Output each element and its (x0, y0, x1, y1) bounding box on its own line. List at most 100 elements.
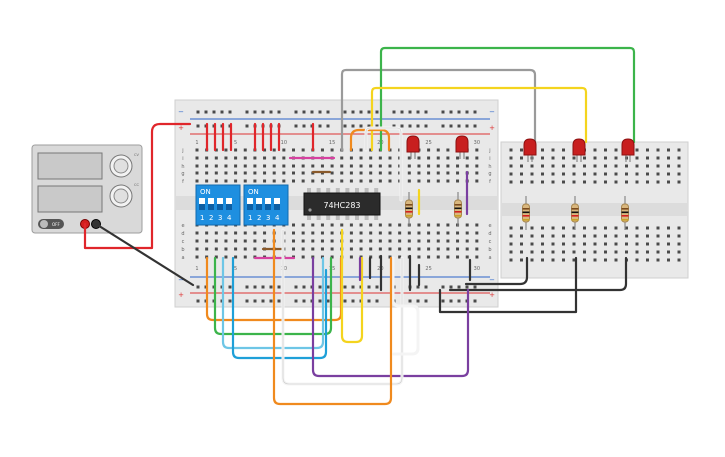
led-2[interactable] (455, 135, 469, 153)
small-board-hole[interactable] (541, 156, 544, 160)
small-board-hole[interactable] (635, 164, 639, 168)
small-board-hole[interactable] (593, 242, 597, 246)
breadboard-hole[interactable] (388, 231, 392, 235)
rail-hole[interactable] (367, 124, 371, 128)
breadboard-hole[interactable] (224, 231, 228, 235)
small-board-hole[interactable] (604, 148, 607, 152)
breadboard-hole[interactable] (234, 255, 238, 259)
breadboard-hole[interactable] (292, 179, 295, 183)
rail-hole[interactable] (204, 110, 208, 114)
breadboard-hole[interactable] (369, 247, 373, 251)
small-board-hole[interactable] (572, 164, 576, 168)
rail-hole[interactable] (326, 299, 330, 303)
black-wire-led1[interactable] (438, 256, 578, 314)
small-board-hole[interactable] (614, 148, 618, 152)
breadboard-hole[interactable] (417, 164, 421, 168)
breadboard-hole[interactable] (234, 156, 238, 160)
small-board-hole[interactable] (646, 258, 649, 262)
rail-hole[interactable] (473, 285, 477, 289)
small-board-hole[interactable] (593, 258, 597, 262)
rail-hole[interactable] (392, 124, 396, 128)
rail-hole[interactable] (343, 285, 347, 289)
small-board-hole[interactable] (677, 180, 681, 184)
small-board-hole[interactable] (614, 234, 618, 238)
small-board-hole[interactable] (646, 172, 649, 176)
small-board-hole[interactable] (562, 172, 565, 176)
small-board-hole[interactable] (593, 164, 597, 168)
small-board-hole[interactable] (635, 258, 639, 262)
small-board-hole[interactable] (646, 156, 649, 160)
breadboard-hole[interactable] (214, 255, 218, 259)
orange-wire-bottom-2[interactable] (272, 228, 393, 406)
dip-switch-1[interactable]: ON 1 2 3 4 (195, 184, 241, 226)
rail-hole[interactable] (449, 110, 453, 114)
breadboard-hole[interactable] (320, 179, 324, 183)
breadboard-hole[interactable] (388, 156, 392, 160)
rail-hole[interactable] (318, 299, 322, 303)
small-board-hole[interactable] (520, 258, 523, 262)
rail-hole[interactable] (245, 110, 249, 114)
small-board-hole[interactable] (677, 234, 681, 238)
small-board-hole[interactable] (604, 180, 607, 184)
breadboard-hole[interactable] (359, 179, 363, 183)
breadboard-hole[interactable] (456, 156, 460, 160)
breadboard-hole[interactable] (195, 171, 199, 175)
breadboard-hole[interactable] (205, 247, 209, 251)
small-board-hole[interactable] (572, 250, 576, 254)
small-board-hole[interactable] (677, 258, 681, 262)
small-board-hole[interactable] (520, 164, 523, 168)
breadboard-hole[interactable] (436, 148, 440, 152)
breadboard-hole[interactable] (243, 255, 247, 259)
breadboard-hole[interactable] (253, 156, 257, 160)
rail-hole[interactable] (449, 285, 453, 289)
rail-hole[interactable] (416, 299, 420, 303)
dip-switch-2[interactable]: ON 1 2 3 4 (243, 184, 289, 226)
breadboard-hole[interactable] (253, 179, 257, 183)
breadboard-hole[interactable] (407, 231, 411, 235)
breadboard-hole[interactable] (234, 247, 238, 251)
breadboard-hole[interactable] (349, 171, 353, 175)
small-board-hole[interactable] (677, 250, 681, 254)
small-board-hole[interactable] (541, 250, 544, 254)
rail-hole[interactable] (196, 299, 200, 303)
breadboard-hole[interactable] (349, 255, 353, 259)
small-board-hole[interactable] (614, 156, 618, 160)
breadboard-hole[interactable] (292, 164, 295, 168)
breadboard-hole[interactable] (465, 231, 469, 235)
small-board-hole[interactable] (572, 172, 576, 176)
breadboard-hole[interactable] (195, 239, 199, 243)
small-breadboard[interactable] (500, 141, 689, 279)
breadboard-hole[interactable] (234, 171, 238, 175)
rail-hole[interactable] (220, 110, 224, 114)
rail-hole[interactable] (457, 299, 461, 303)
breadboard-hole[interactable] (292, 231, 295, 235)
rail-hole[interactable] (416, 110, 420, 114)
rail-hole[interactable] (253, 299, 257, 303)
small-board-hole[interactable] (562, 250, 565, 254)
small-board-hole[interactable] (667, 148, 670, 152)
rail-hole[interactable] (269, 299, 273, 303)
breadboard-hole[interactable] (349, 156, 353, 160)
small-board-hole[interactable] (667, 250, 670, 254)
small-board-hole[interactable] (667, 242, 670, 246)
breadboard-hole[interactable] (359, 148, 363, 152)
breadboard-hole[interactable] (427, 164, 431, 168)
small-board-hole[interactable] (530, 250, 534, 254)
breadboard-hole[interactable] (301, 179, 305, 183)
breadboard-hole[interactable] (243, 148, 247, 152)
small-board-hole[interactable] (656, 164, 660, 168)
rail-hole[interactable] (326, 124, 330, 128)
small-board-hole[interactable] (656, 180, 660, 184)
small-board-hole[interactable] (604, 172, 607, 176)
breadboard-hole[interactable] (214, 179, 218, 183)
small-board-hole[interactable] (614, 250, 618, 254)
small-board-hole[interactable] (562, 180, 565, 184)
rail-hole[interactable] (408, 124, 412, 128)
breadboard-hole[interactable] (369, 164, 373, 168)
rail-hole[interactable] (245, 124, 249, 128)
rail-hole[interactable] (375, 299, 379, 303)
small-board-hole[interactable] (614, 226, 618, 230)
small-board-hole[interactable] (625, 180, 628, 184)
breadboard-hole[interactable] (475, 179, 479, 183)
small-board-hole[interactable] (583, 226, 586, 230)
